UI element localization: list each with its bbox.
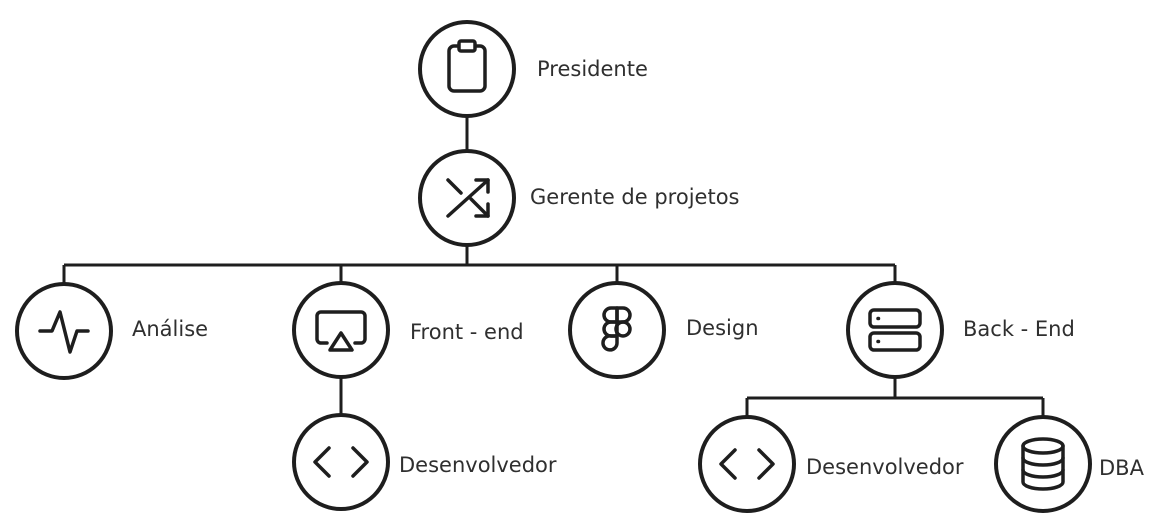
figma-icon: [601, 306, 632, 352]
node-backend: [846, 281, 944, 379]
label-front-dev: Desenvolvedor: [399, 453, 557, 477]
node-frontend-circle: [292, 281, 390, 379]
node-gerente: [418, 149, 516, 247]
label-dba: DBA: [1099, 456, 1144, 480]
activity-icon: [38, 310, 90, 354]
node-presidente: [418, 20, 516, 118]
node-front-dev-circle: [292, 413, 390, 511]
label-design: Design: [686, 316, 759, 340]
node-analise: [15, 282, 113, 380]
node-presidente-circle: [418, 20, 516, 118]
connectors: [62, 117, 1045, 416]
clipboard-icon: [447, 39, 487, 93]
code-icon: [719, 448, 775, 480]
airplay-icon: [315, 310, 367, 352]
label-presidente: Presidente: [537, 57, 648, 81]
label-backend: Back - End: [963, 317, 1075, 341]
node-dba: [994, 415, 1092, 513]
label-analise: Análise: [132, 317, 209, 341]
node-front-dev: [292, 413, 390, 511]
database-icon: [1021, 437, 1065, 491]
node-design: [568, 281, 666, 379]
shuffle-icon: [446, 178, 490, 218]
node-backend-circle: [846, 281, 944, 379]
code-icon: [313, 446, 369, 478]
label-back-dev: Desenvolvedor: [806, 455, 964, 479]
label-gerente: Gerente de projetos: [530, 185, 740, 209]
server-icon: [868, 308, 922, 352]
node-back-dev-circle: [698, 415, 796, 513]
label-frontend: Front - end: [410, 320, 524, 344]
node-frontend: [292, 281, 390, 379]
node-back-dev: [698, 415, 796, 513]
